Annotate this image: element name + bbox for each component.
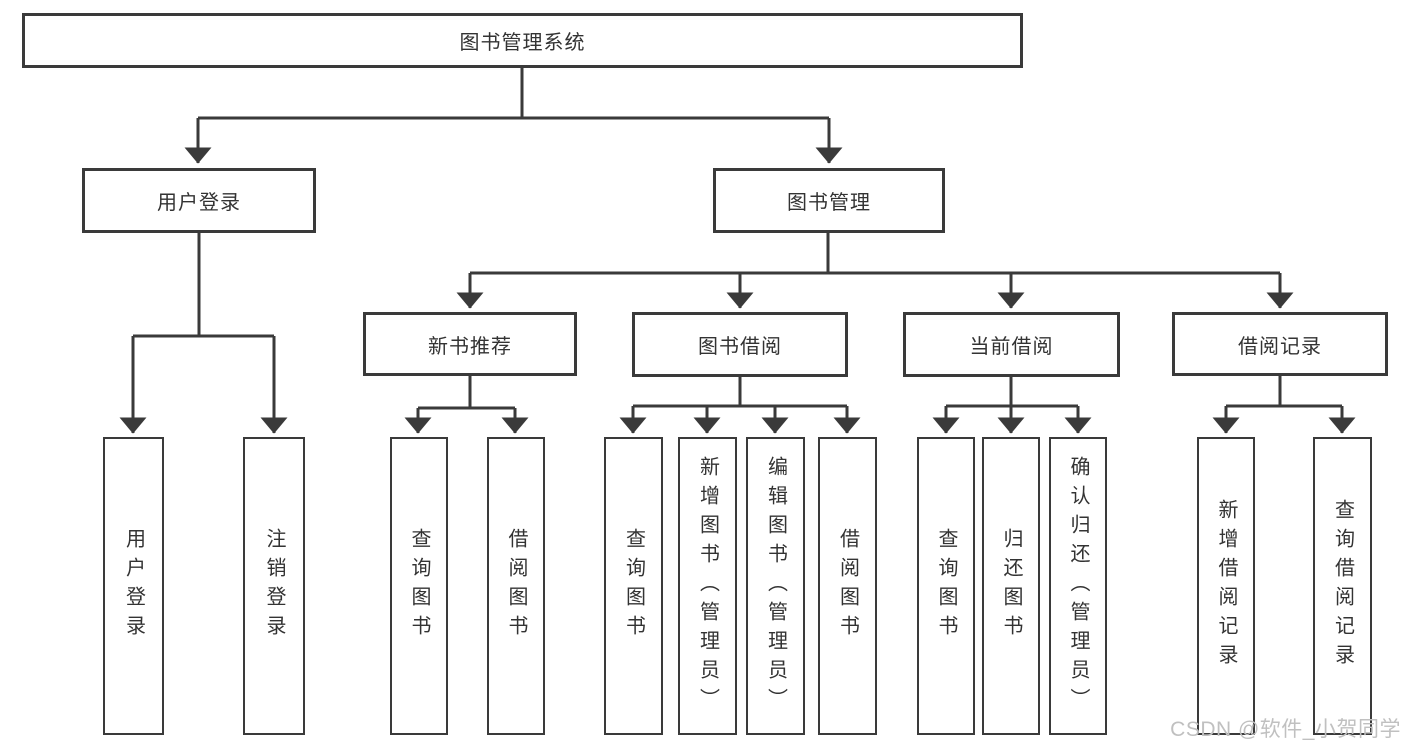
leaf-add-borrow-record: 新增借阅记录 [1197,437,1255,735]
leaf-query-borrow-record: 查询借阅记录 [1313,437,1372,735]
connector-currentborrow-stem [946,377,1078,408]
leaf-logout: 注销登录 [243,437,305,735]
leaf-query-books-recommend: 查询图书 [390,437,448,735]
connector-root-stem [198,68,829,120]
leaf-borrow-books: 借阅图书 [818,437,877,735]
connector-bookmgmt-stem [470,233,1280,275]
node-borrowing-records: 借阅记录 [1172,312,1388,376]
node-book-borrowing: 图书借阅 [632,312,848,377]
node-library-management-system: 图书管理系统 [22,13,1023,68]
leaf-query-books-current: 查询图书 [917,437,975,735]
node-book-management: 图书管理 [713,168,945,233]
csdn-watermark: CSDN @软件_小贺同学 [1170,718,1401,741]
leaf-confirm-return-admin: 确认归还（管理员） [1049,437,1107,735]
connector-bookborrow-stem [633,377,847,408]
node-user-login: 用户登录 [82,168,316,233]
connector-borrowrecord-stem [1226,376,1342,408]
node-current-borrowing: 当前借阅 [903,312,1120,377]
leaf-query-books-borrow: 查询图书 [604,437,663,735]
connector-userlogin-stem [133,233,274,338]
connector-newbook-stem [418,376,515,410]
leaf-user-login: 用户登录 [103,437,164,735]
leaf-edit-books-admin: 编辑图书（管理员） [746,437,805,735]
leaf-return-books: 归还图书 [982,437,1040,735]
node-new-book-recommendation: 新书推荐 [363,312,577,376]
leaf-add-books-admin: 新增图书（管理员） [678,437,737,735]
leaf-borrow-books-recommend: 借阅图书 [487,437,545,735]
